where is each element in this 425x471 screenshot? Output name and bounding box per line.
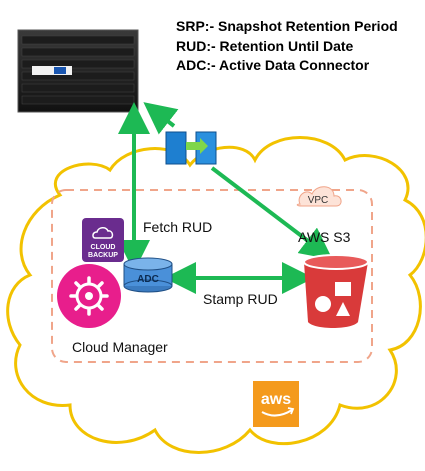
aws-logo-text: aws [261,391,291,408]
cloud-backup-label-2: BACKUP [88,252,118,259]
stamp-rud-label: Stamp RUD [203,291,278,307]
server-icon [17,29,139,113]
legend-srp: SRP:- Snapshot Retention Period [176,18,398,34]
vpc-badge-icon [296,186,342,207]
gateway-icon [165,131,217,165]
adc-cylinder-icon [123,257,173,293]
adc-label: ADC [137,274,159,285]
vpc-boundary [51,189,373,363]
cloud-backup-icon [82,218,124,262]
fetch-rud-label: Fetch RUD [143,219,213,235]
aws-logo-icon [253,381,299,427]
legend-adc: ADC:- Active Data Connector [176,57,370,73]
vpc-label: VPC [308,195,329,206]
legend-rud: RUD:- Retention Until Date [176,38,354,54]
cloud-backup-label-1: CLOUD [91,244,116,251]
arrow-gateway-s3 [210,166,333,260]
arrow-server-gateway [143,102,179,135]
cloud-manager-label: Cloud Manager [72,339,168,355]
cloud-manager-icon [57,264,121,328]
s3-bucket-icon [303,254,369,328]
aws-s3-label: AWS S3 [298,229,351,245]
